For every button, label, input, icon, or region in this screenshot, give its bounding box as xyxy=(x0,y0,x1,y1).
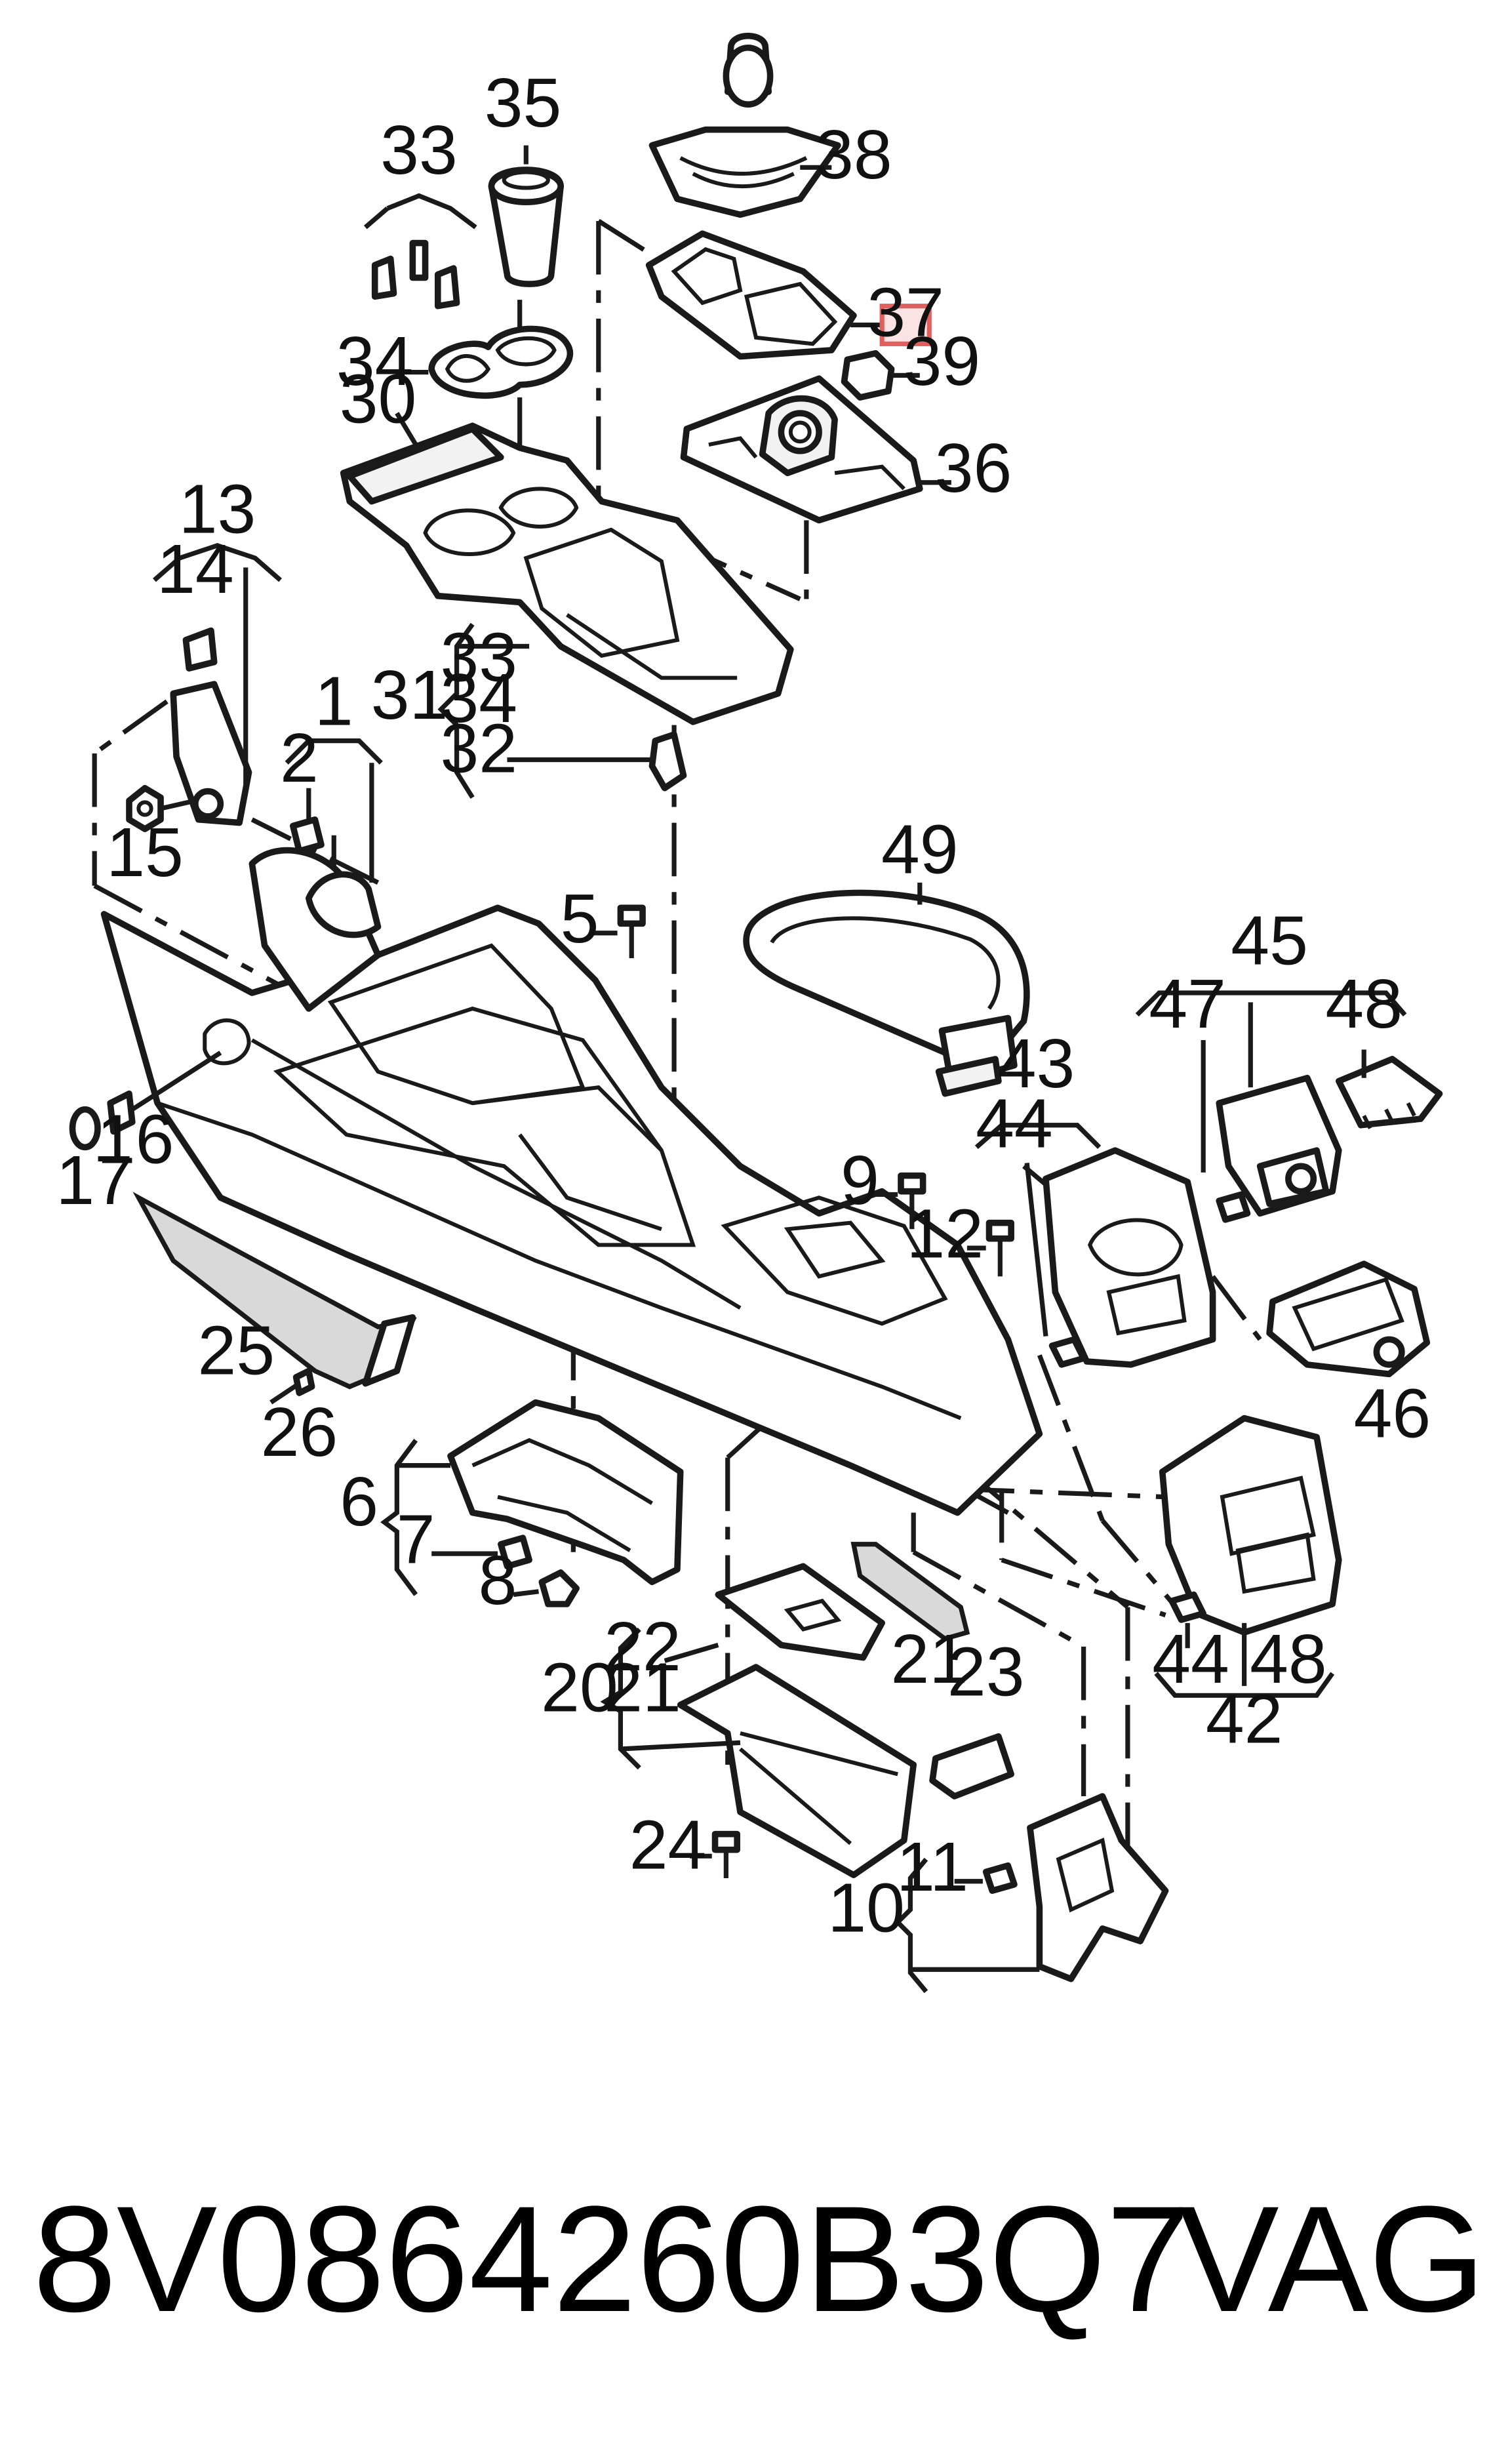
label-31: 31 xyxy=(371,656,448,734)
label-49: 49 xyxy=(881,811,959,888)
group-braces xyxy=(285,622,530,883)
rear-bracket-10-11 xyxy=(894,1793,1169,1994)
label-10: 10 xyxy=(827,1870,905,1947)
label-20: 20 xyxy=(541,1649,618,1726)
label-36: 36 xyxy=(935,430,1012,507)
brand-name: VAG xyxy=(1178,2175,1486,2343)
center-console-1 xyxy=(100,847,1043,1516)
upper-console-30 xyxy=(340,412,794,725)
label-38: 38 xyxy=(815,116,892,193)
bracket-13-14-15 xyxy=(126,543,282,832)
label-34a: 34 xyxy=(336,323,414,400)
label-47: 47 xyxy=(1149,965,1226,1043)
mesh-panel-25 xyxy=(132,1192,417,1405)
vent-module-45-47-48 xyxy=(1135,990,1443,1378)
label-8: 8 xyxy=(479,1542,517,1619)
callout-labels: 1 2 5 6 7 8 9 10 11 12 13 14 15 16 17 20… xyxy=(56,64,1431,1947)
cup-ring-34 xyxy=(397,325,574,399)
label-16: 16 xyxy=(97,1100,174,1178)
label-33b: 33 xyxy=(440,618,517,696)
label-34b: 34 xyxy=(440,660,517,737)
storage-box-20-24 xyxy=(600,1542,1014,1878)
label-17: 17 xyxy=(56,1142,133,1219)
highlight-box-37 xyxy=(879,304,932,346)
label-12: 12 xyxy=(906,1196,984,1273)
cup-holder-insert-35 xyxy=(488,145,564,287)
part-number: 8V0864260B3Q7 xyxy=(33,2175,1190,2343)
label-37: 37 xyxy=(867,273,944,351)
label-39: 39 xyxy=(904,323,981,400)
label-21b: 21 xyxy=(890,1620,968,1698)
label-11: 11 xyxy=(896,1828,968,1906)
label-26: 26 xyxy=(261,1394,338,1471)
clip-32 xyxy=(507,731,687,792)
label-21a: 21 xyxy=(604,1649,681,1726)
label-13: 13 xyxy=(179,471,256,548)
label-44b: 44 xyxy=(1152,1620,1229,1698)
label-6: 6 xyxy=(340,1463,378,1540)
label-42: 42 xyxy=(1206,1680,1283,1758)
label-1: 1 xyxy=(315,663,353,740)
label-22: 22 xyxy=(604,1608,681,1685)
rear-panel-43-44 xyxy=(974,1123,1216,1368)
control-panel-36 xyxy=(680,375,951,524)
switch-39 xyxy=(841,350,920,401)
label-23: 23 xyxy=(947,1633,1025,1710)
label-32: 32 xyxy=(440,710,517,788)
label-25: 25 xyxy=(198,1312,275,1389)
label-46: 46 xyxy=(1354,1375,1431,1452)
label-33a: 33 xyxy=(380,111,458,189)
label-15: 15 xyxy=(106,814,184,891)
label-45: 45 xyxy=(1231,902,1308,980)
armrest-49 xyxy=(743,882,1030,1097)
rear-trim-42-44-48 xyxy=(1154,1415,1342,1698)
label-2: 2 xyxy=(280,719,319,797)
label-48a: 48 xyxy=(1325,965,1403,1043)
screws-9-12 xyxy=(875,1172,1014,1277)
label-9: 9 xyxy=(841,1142,879,1219)
clip-2 xyxy=(289,816,325,854)
bolt-16-cap-17 xyxy=(69,1051,222,1151)
lower-bracket-6-7-8 xyxy=(380,1399,684,1607)
label-48b: 48 xyxy=(1250,1620,1327,1698)
label-24: 24 xyxy=(629,1807,707,1884)
label-5: 5 xyxy=(561,880,599,957)
screw-5 xyxy=(592,904,646,959)
label-43: 43 xyxy=(998,1025,1075,1102)
label-30: 30 xyxy=(340,360,417,437)
label-7: 7 xyxy=(397,1501,435,1578)
trim-frame-37 xyxy=(645,230,885,360)
shift-knob-boot-38 xyxy=(648,33,841,218)
label-14: 14 xyxy=(157,531,234,608)
label-44a: 44 xyxy=(976,1085,1053,1162)
label-35: 35 xyxy=(485,64,562,142)
clips-33 xyxy=(363,193,477,310)
